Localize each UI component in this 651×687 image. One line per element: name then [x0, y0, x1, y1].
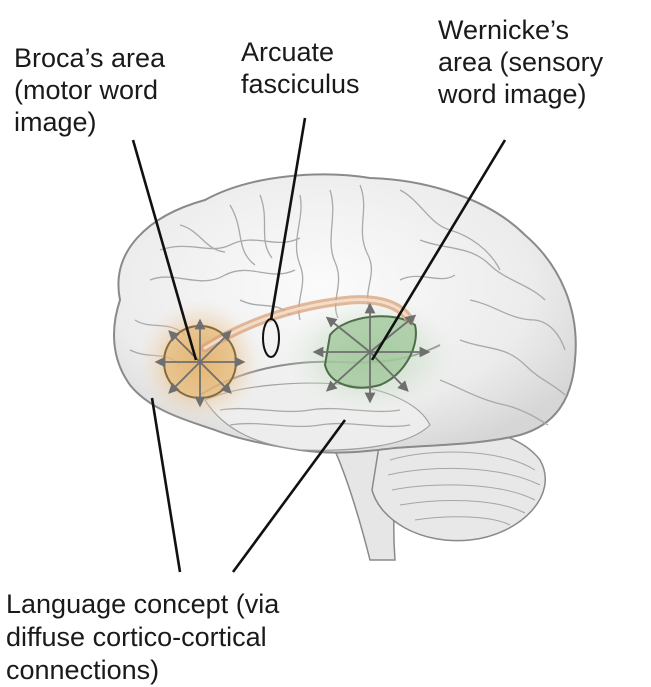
- wernicke-area-label: Wernicke’s area (sensory word image): [438, 14, 603, 110]
- arcuate-fasciculus-label: Arcuate fasciculus: [241, 36, 360, 100]
- concept-leader-line-1: [152, 398, 180, 572]
- broca-area-label: Broca’s area (motor word image): [14, 42, 165, 138]
- language-concept-label: Language concept (via diffuse cortico-co…: [6, 588, 279, 687]
